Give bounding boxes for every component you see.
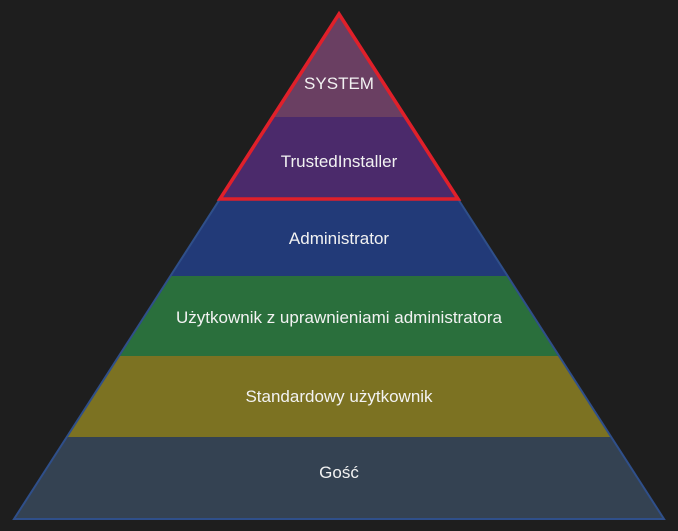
tier-standard-user-band [66, 356, 612, 437]
highlight-outline [216, 10, 462, 201]
tier-trustedinstaller-band [219, 117, 459, 199]
tier-system-band [272, 14, 406, 117]
tier-guest-band [14, 437, 664, 519]
tier-standard-user-label: Standardowy użytkownik [245, 387, 433, 406]
tier-trustedinstaller-label: TrustedInstaller [281, 152, 398, 171]
tier-labels: SYSTEM TrustedInstaller Administrator Uż… [176, 74, 503, 482]
tier-power-user-band [118, 276, 560, 356]
tier-administrator-label: Administrator [289, 229, 389, 248]
tier-administrator-band [170, 199, 508, 276]
tier-power-user-label: Użytkownik z uprawnieniami administrator… [176, 308, 503, 327]
pyramid-outline [12, 12, 666, 520]
tier-system-label: SYSTEM [304, 74, 374, 93]
pyramid-tiers [14, 14, 664, 519]
tier-guest-label: Gość [319, 463, 359, 482]
